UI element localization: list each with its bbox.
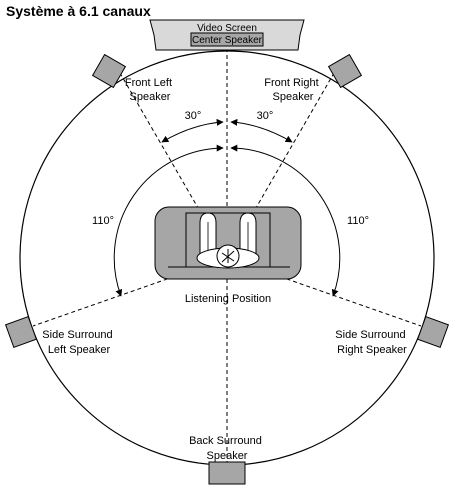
listening-position-label: Listening Position bbox=[185, 293, 271, 305]
side-left-label: Side Surround Left Speaker bbox=[42, 329, 115, 356]
angle-label-front-left: 30° bbox=[185, 110, 202, 122]
angle-label-side-left: 110° bbox=[92, 215, 114, 227]
back-surround-label: Back Surround Speaker bbox=[189, 435, 265, 462]
front-right-speaker bbox=[327, 53, 363, 89]
center-speaker bbox=[190, 32, 264, 47]
angle-label-front-right: 30° bbox=[257, 110, 274, 122]
front-left-speaker bbox=[91, 53, 127, 89]
angle-arrow-front-left bbox=[161, 118, 224, 143]
back-surround-speaker bbox=[208, 461, 246, 485]
angle-label-side-right: 110° bbox=[347, 215, 369, 227]
angle-arrow-side-right bbox=[230, 144, 341, 297]
angle-arrow-side-left bbox=[113, 144, 224, 297]
side-left-line bbox=[32, 257, 228, 327]
video-screen-label: Video Screen bbox=[197, 23, 257, 34]
front-left-label: Front Left Speaker bbox=[125, 77, 175, 103]
angle-arrow-front-right bbox=[230, 118, 293, 143]
center-speaker-label: Center Speaker bbox=[192, 35, 263, 46]
front-right-label: Front Right Speaker bbox=[264, 77, 321, 103]
side-right-line bbox=[226, 257, 422, 327]
diagram-title: Système à 6.1 canaux bbox=[6, 3, 151, 19]
listener bbox=[196, 212, 260, 269]
side-left-speaker bbox=[4, 315, 38, 349]
side-right-speaker bbox=[416, 315, 450, 349]
side-right-label: Side Surround Right Speaker bbox=[335, 329, 408, 356]
